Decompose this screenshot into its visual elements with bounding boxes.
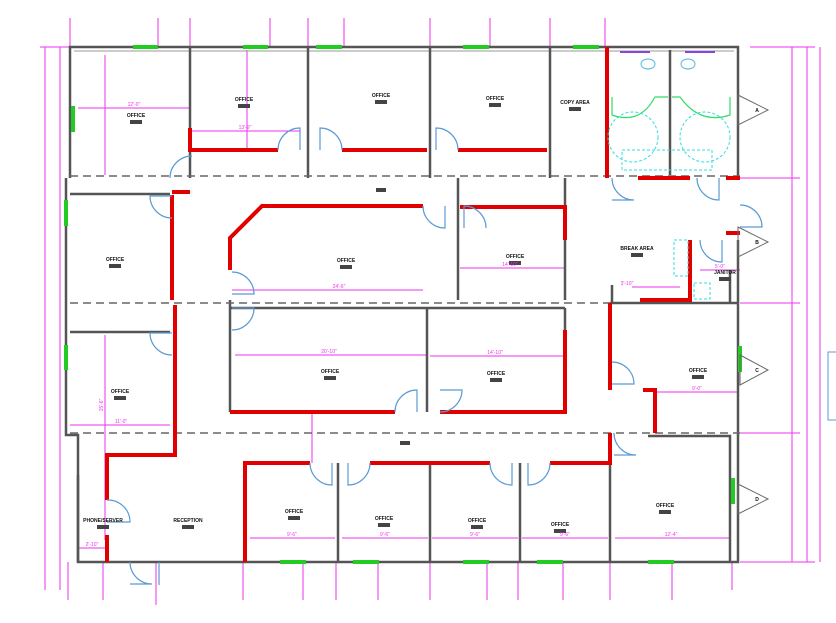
dimension-label: 14'-10" [502,262,518,268]
marker-c: C [755,368,759,374]
room-label: OFFICE [689,368,708,374]
elevation-markers: A B C D [737,94,770,515]
dimension-label: 11'-0" [115,419,128,425]
room-label: OFFICE [337,258,356,264]
room-label: RECEPTION [173,518,203,524]
dimension-lines [40,18,821,605]
room-labels: OFFICE OFFICE OFFICE OFFICE COPY AREA OF… [83,93,736,533]
interior-walls [70,47,738,562]
room-label: JANITOR [714,270,736,276]
corridor-tag [376,188,386,192]
room-label: OFFICE [551,522,570,528]
title-block [827,351,836,421]
dimension-label: 3'-10" [621,281,634,287]
room-label: OFFICE [127,113,146,119]
room-label: OFFICE [487,371,506,377]
dimension-label: 24'-6" [333,284,346,290]
dimension-label: 9'-6" [380,532,390,538]
room-label: OFFICE [285,509,304,515]
dimension-label: 9'-6" [470,532,480,538]
corridor-tag [400,441,410,445]
room-label: OFFICE [375,516,394,522]
room-label: OFFICE [235,97,254,103]
room-label: OFFICE [106,257,125,263]
dimension-labels: 12'-0" 13'-9" 24'-6" 14'-10" 20'-10" 14'… [86,102,726,548]
dimension-label: 20'-10" [321,349,337,355]
room-label: OFFICE [372,93,391,99]
room-label: OFFICE [468,518,487,524]
corridor-lines [70,175,740,434]
windows [64,45,742,564]
marker-b: B [755,240,759,246]
marker-a: A [755,108,759,114]
room-label: OFFICE [486,96,505,102]
new-walls [105,47,740,562]
dimension-label: 9'-6" [560,532,570,538]
dimension-label: 9'-6" [287,532,297,538]
dimension-label: 9'-0" [692,386,702,392]
dimension-label: 13'-9" [239,125,252,131]
dimension-label: 12'-0" [128,102,141,108]
marker-d: D [755,497,759,503]
room-label: OFFICE [506,254,525,260]
dimension-label: 15'-6" [99,398,105,411]
room-label: PHONE/SERVER [83,518,123,524]
room-label: BREAK AREA [620,246,654,252]
dimension-label: 2'-10" [86,542,99,548]
exterior-walls [64,45,740,564]
dimension-label: 12'-4" [665,532,678,538]
room-label: OFFICE [111,389,130,395]
room-label: COPY AREA [560,100,590,106]
dimension-label: 5'-0" [715,264,725,270]
room-label: OFFICE [656,503,675,509]
doors [106,127,763,585]
room-label: OFFICE [321,369,340,375]
restroom-fixtures [607,51,731,300]
dimension-label: 14'-10" [487,350,503,356]
